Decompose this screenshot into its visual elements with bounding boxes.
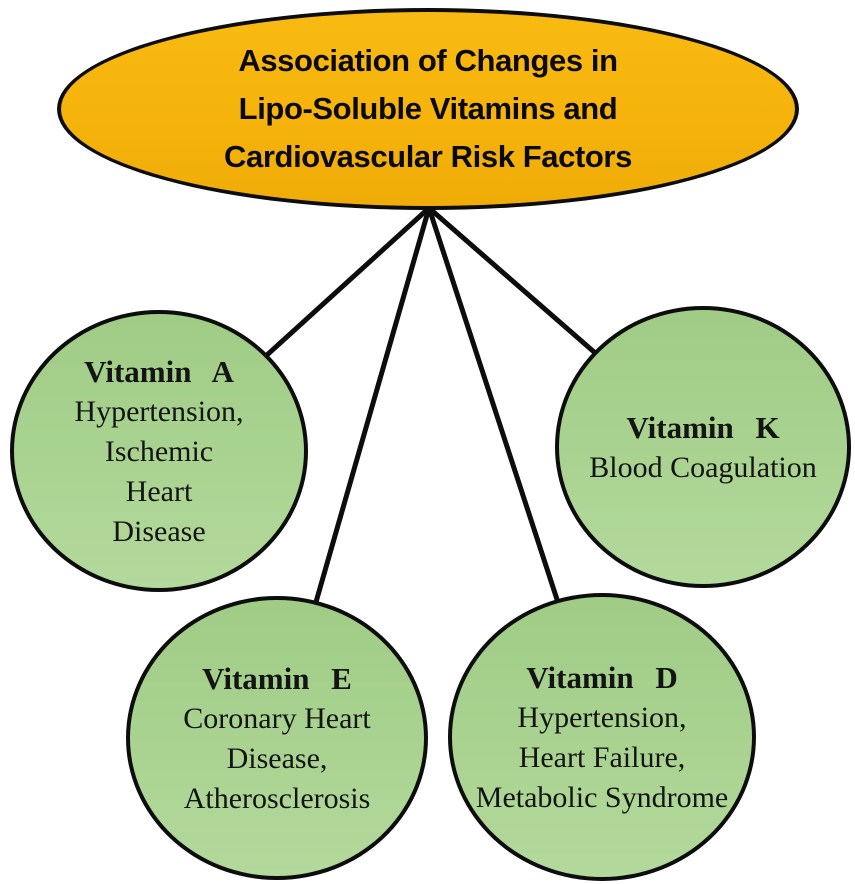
vitamin-d-title: Vitamin D (526, 659, 678, 695)
title-ellipse-node: Association of Changes in Lipo-Soluble V… (57, 8, 799, 210)
vitamin-d-risk-factors: Hypertension,Heart Failure,Metabolic Syn… (475, 700, 729, 814)
vitamin-k-risk-factors: Blood Coagulation (589, 450, 817, 484)
vitamin-k-title: Vitamin K (626, 409, 780, 445)
vitamin-k-node: Vitamin K Blood Coagulation (555, 306, 851, 588)
vitamin-e-title: Vitamin E (202, 660, 352, 696)
vitamin-a-title: Vitamin A (84, 353, 234, 389)
title-line-3: Cardiovascular Risk Factors (224, 139, 632, 174)
vitamin-d-node: Vitamin D Hypertension,Heart Failure,Met… (448, 593, 756, 881)
title-line-1: Association of Changes in (238, 43, 618, 78)
title-line-2: Lipo-Soluble Vitamins and (238, 91, 618, 126)
